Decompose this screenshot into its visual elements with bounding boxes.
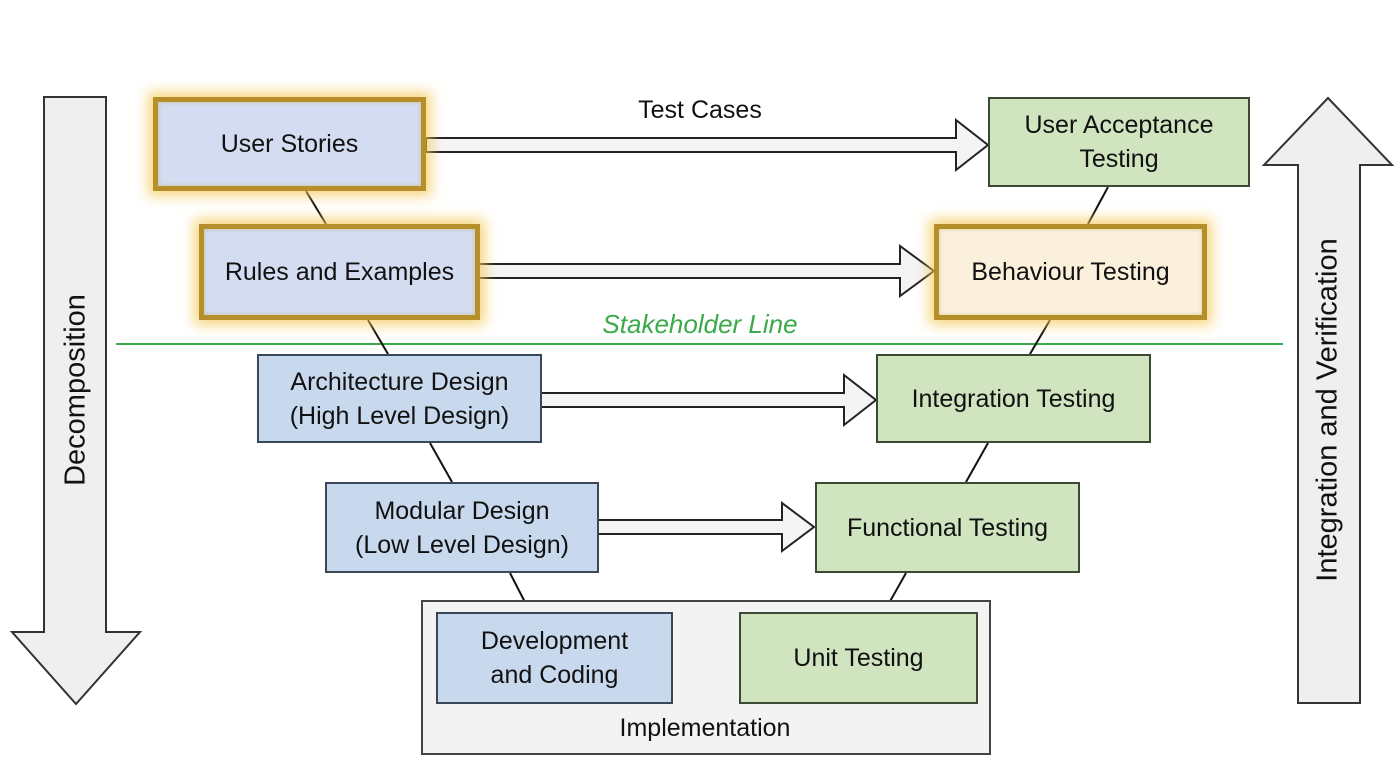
rules-examples-box: Rules and Examples <box>199 224 480 320</box>
modular-design-box: Modular Design (Low Level Design) <box>325 482 599 573</box>
connector-uat-behaviour <box>1087 186 1109 225</box>
architecture-design-box: Architecture Design (High Level Design) <box>257 354 542 443</box>
integration-verification-label: Integration and Verification <box>1311 238 1344 582</box>
arrow-modular-functional <box>597 501 816 553</box>
decomposition-label: Decomposition <box>59 294 92 486</box>
user-stories-box: User Stories <box>153 97 426 191</box>
connector-behaviour-integration <box>1029 319 1051 355</box>
integration-testing-box: Integration Testing <box>876 354 1151 443</box>
behaviour-testing-box: Behaviour Testing <box>934 224 1207 320</box>
arrow-architecture-integration <box>539 372 878 428</box>
test-cases-label: Test Cases <box>638 96 762 124</box>
user-acceptance-testing-box: User Acceptance Testing <box>988 97 1250 187</box>
connector-rules-architecture <box>367 319 389 355</box>
connector-user-stories-rules <box>305 190 327 225</box>
unit-testing-box: Unit Testing <box>739 612 978 704</box>
arrow-user-stories-uat <box>425 117 990 173</box>
arrow-rules-behaviour <box>477 244 936 298</box>
connector-architecture-modular <box>429 442 453 483</box>
connector-integration-functional <box>965 442 989 483</box>
integration-arrow <box>1261 96 1395 704</box>
implementation-label: Implementation <box>619 714 791 742</box>
decomposition-arrow <box>9 96 143 706</box>
stakeholder-line-label: Stakeholder Line <box>602 309 798 339</box>
functional-testing-box: Functional Testing <box>815 482 1080 573</box>
development-coding-box: Development and Coding <box>436 612 673 704</box>
